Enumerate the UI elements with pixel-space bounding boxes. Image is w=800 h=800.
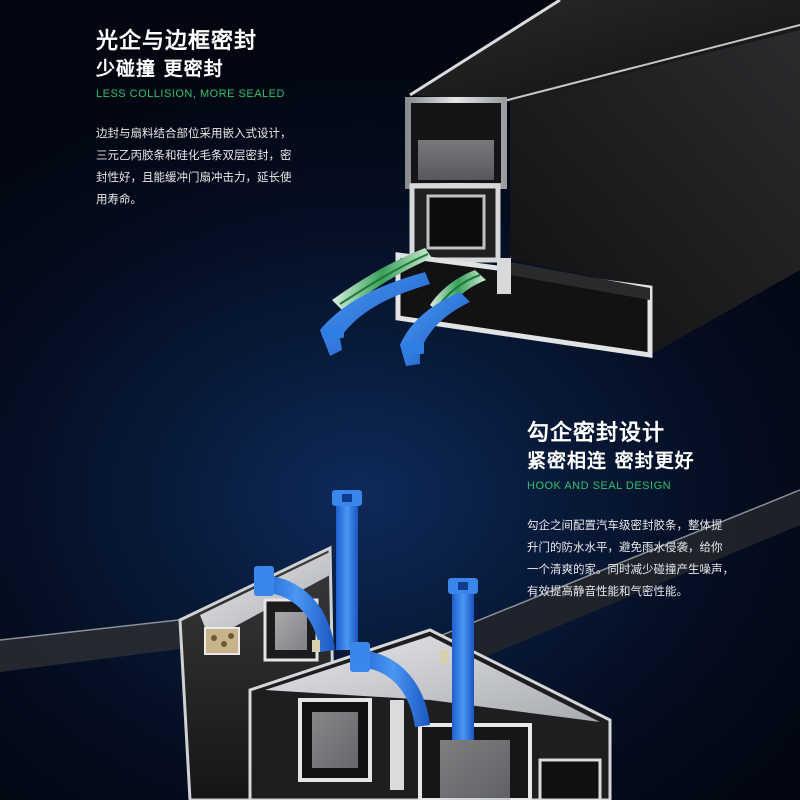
gasket-curved-left: [258, 575, 335, 652]
section-top: 光企与边框密封 少碰撞 更密封 LESS COLLISION, MORE SEA…: [96, 28, 316, 210]
glass-pane-right: [430, 490, 800, 680]
gasket-left: [320, 272, 430, 356]
section-top-english: LESS COLLISION, MORE SEALED: [96, 88, 285, 100]
section-bottom-subtitle: 紧密相连 密封更好: [527, 450, 695, 472]
section-bottom-english: HOOK AND SEAL DESIGN: [527, 480, 672, 492]
frame-top-face: [410, 0, 800, 102]
gasket-vertical-right: [452, 590, 474, 740]
section-top-title: 光企与边框密封: [96, 29, 258, 54]
section-top-subtitle: 少碰撞 更密封: [96, 58, 224, 80]
section-top-body: 边封与扇料结合部位采用嵌入式设计， 三元乙丙胶条和硅化毛条双层密封，密 封性好，…: [96, 126, 292, 206]
section-bottom-body: 勾企之间配置汽车级密封胶条，整体提 升门的防水水平，避免雨水侵袭，给你 一个清爽…: [527, 518, 734, 598]
section-bottom: 勾企密封设计 紧密相连 密封更好 HOOK AND SEAL DESIGN 勾企…: [527, 420, 747, 602]
gasket-vertical-left: [336, 500, 358, 650]
gasket-curved-right: [355, 650, 430, 727]
section-bottom-title: 勾企密封设计: [527, 421, 666, 446]
frame-long-face: [510, 30, 800, 355]
